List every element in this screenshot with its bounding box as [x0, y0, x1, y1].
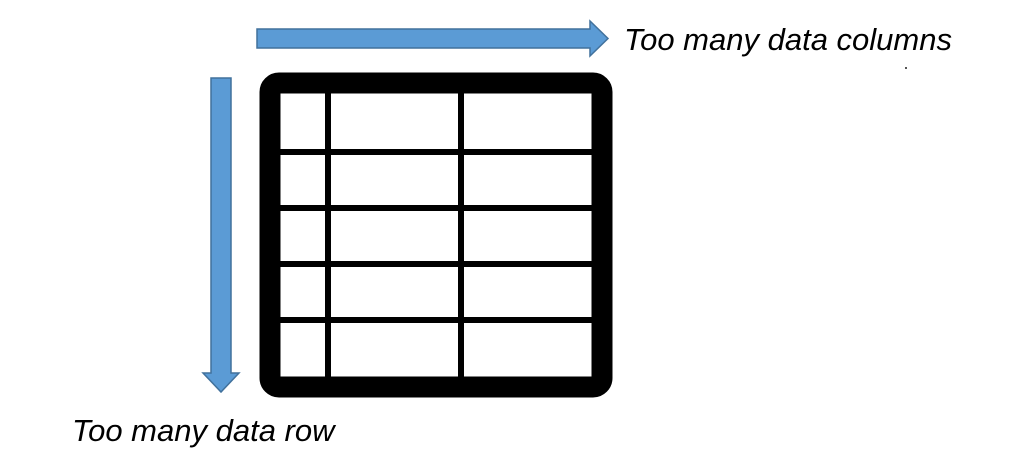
rows-label: Too many data row — [72, 413, 335, 448]
stray-dot — [905, 67, 907, 69]
columns-label: Too many data columns — [624, 22, 952, 57]
table-frame — [259, 72, 613, 398]
table-grid-icon — [259, 72, 613, 398]
arrow-right-icon — [256, 19, 610, 58]
arrow-down-icon — [201, 77, 241, 394]
